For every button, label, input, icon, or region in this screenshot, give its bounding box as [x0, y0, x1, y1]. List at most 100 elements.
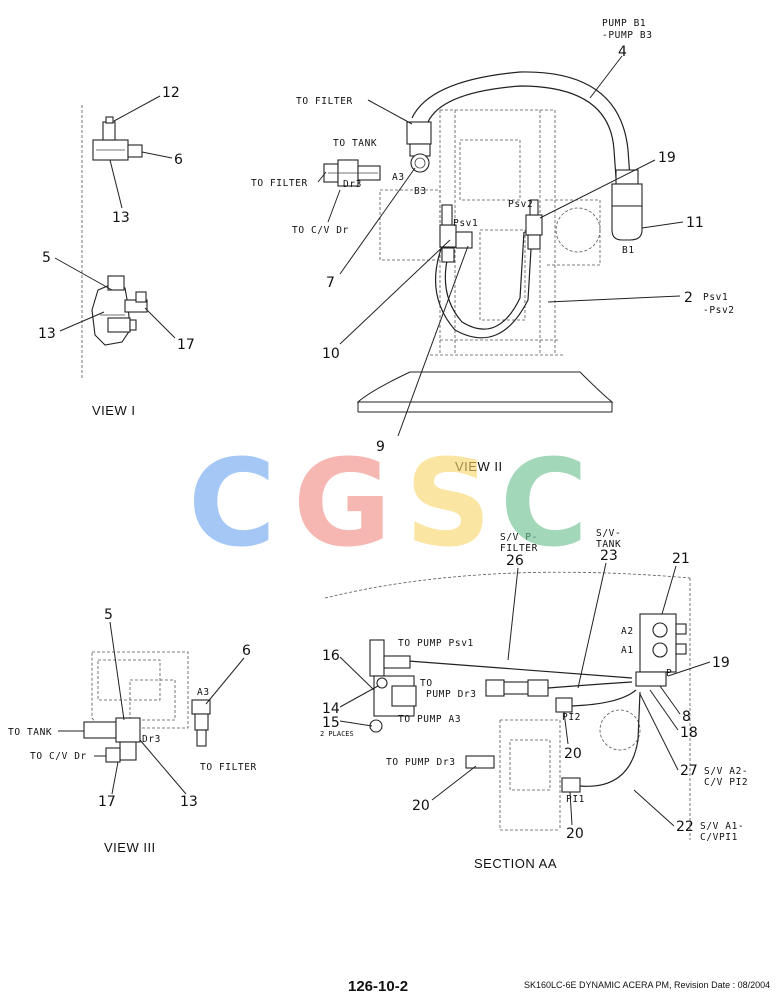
- leader-9: [397, 245, 469, 437]
- callout-6: 6: [174, 152, 183, 168]
- callout-16: 16: [322, 648, 340, 664]
- label-a1: A1: [621, 645, 634, 656]
- leader-10: [339, 239, 451, 345]
- callout-7: 7: [326, 275, 335, 291]
- callout-12: 12: [162, 85, 180, 101]
- leader-7: [339, 167, 416, 275]
- label-to-filter-top: TO FILTER: [296, 96, 353, 107]
- leader-14: [339, 685, 379, 708]
- label-sv-p: S/V P-: [500, 532, 538, 543]
- hose-22: [579, 691, 641, 787]
- label-2-places: 2 PLACES: [320, 730, 354, 738]
- label-pump-b3: -PUMP B3: [602, 30, 653, 41]
- label-to-pump-psv1: TO PUMP Psv1: [398, 638, 474, 649]
- label-pi1: PI1: [566, 794, 585, 805]
- view-i: 12 6 13 5 13 17 VIEW I: [38, 85, 195, 418]
- label-to-pump-dr3: TO PUMP Dr3: [386, 757, 456, 768]
- callout-14: 14: [322, 701, 340, 717]
- label-p: P: [666, 668, 672, 679]
- label-sv-a2: S/V A2-: [704, 766, 748, 777]
- section-aa-title: SECTION AA: [474, 856, 557, 871]
- callout-10: 10: [322, 346, 340, 362]
- leader-13-v3: [139, 739, 187, 795]
- label-sv: S/V-: [596, 528, 621, 539]
- leader-13b: [59, 311, 105, 332]
- label-dr3-v3: Dr3: [142, 734, 161, 745]
- callout-19-aa: 19: [712, 655, 730, 671]
- fitting-psv1: [439, 204, 473, 263]
- fitting-12-6-13: [92, 116, 143, 161]
- callout-15: 15: [322, 715, 340, 731]
- hose-26: [394, 659, 633, 679]
- leader-23: [577, 562, 607, 689]
- leader-26: [507, 567, 519, 661]
- view-ii-title: VIEW II: [455, 459, 503, 474]
- label-to-pump-a3: TO PUMP A3: [398, 714, 461, 725]
- label-psv2: Psv2: [508, 199, 533, 210]
- label-a3-v3: A3: [197, 687, 210, 698]
- callout-11: 11: [686, 215, 704, 231]
- label-b3: B3: [414, 186, 427, 197]
- page-number: 126-10-2: [348, 978, 408, 995]
- hose-23: [547, 681, 633, 689]
- leader-4: [589, 55, 623, 99]
- leader-2: [547, 295, 681, 303]
- fitting-b3: [406, 121, 432, 173]
- fitting-psv2: [525, 199, 543, 250]
- leader-5-v3: [109, 621, 125, 721]
- solenoid-valve-21: [635, 613, 687, 687]
- label-a3: A3: [392, 172, 405, 183]
- leader-13: [109, 159, 123, 209]
- model-revision: SK160LC-6E DYNAMIC ACERA PM, Revision Da…: [524, 980, 770, 990]
- callout-5-v3: 5: [104, 607, 113, 623]
- leader-22: [633, 789, 675, 827]
- leader-12: [113, 95, 161, 122]
- callout-21: 21: [672, 551, 690, 567]
- leader-17-v3: [111, 761, 119, 795]
- fitting-dr3-aa: [485, 679, 549, 697]
- leader-21: [661, 565, 677, 615]
- callout-22: 22: [676, 819, 694, 835]
- label-b1: B1: [622, 245, 635, 256]
- leader-27: [639, 693, 679, 771]
- fitting-a3: [191, 699, 211, 747]
- label-psv1: Psv1: [453, 218, 478, 229]
- callout-17-v3: 17: [98, 794, 116, 810]
- watermark-letter-g: G: [293, 435, 392, 574]
- label-cv-pi2: C/V PI2: [704, 777, 748, 788]
- leader-20-c: [431, 765, 477, 801]
- leader-20-a: [563, 711, 569, 745]
- callout-9: 9: [376, 439, 385, 455]
- label-to-cv-dr: TO C/V Dr: [292, 225, 349, 236]
- section-aa: S/V P- FILTER 26 S/V- TANK 23 21 A2 A1 P…: [320, 528, 748, 871]
- callout-5: 5: [42, 250, 51, 266]
- callout-20-a: 20: [564, 746, 582, 762]
- label-cv-pi1: C/VPI1: [700, 832, 738, 843]
- label-pump-b1: PUMP B1: [602, 18, 646, 29]
- label-to-tank: TO TANK: [333, 138, 377, 149]
- callout-17: 17: [177, 337, 195, 353]
- pump-outline: [91, 651, 189, 729]
- label-sv-a1: S/V A1-: [700, 821, 744, 832]
- leader-16: [339, 656, 375, 691]
- leader-6: [141, 151, 173, 159]
- watermark-letter-c2: C: [500, 435, 588, 574]
- watermark-letter-s: S: [405, 435, 491, 574]
- callout-6-v3: 6: [242, 643, 251, 659]
- leader-19-aa: [667, 661, 711, 677]
- label-psv1-range: Psv1: [703, 292, 728, 303]
- fitting-dr3: [83, 717, 141, 763]
- leader-19: [539, 159, 656, 219]
- callout-8: 8: [682, 709, 691, 725]
- callout-23: 23: [600, 548, 618, 564]
- hose-27: [571, 689, 637, 707]
- fitting-to-tank: [323, 159, 381, 187]
- leader-20-b: [569, 791, 573, 826]
- label-sv-tank: TANK: [596, 539, 621, 550]
- label-pi2: PI2: [562, 712, 581, 723]
- callout-26: 26: [506, 553, 524, 569]
- callout-18: 18: [680, 725, 698, 741]
- leader-6-v3: [205, 657, 245, 705]
- callout-13b: 13: [38, 326, 56, 342]
